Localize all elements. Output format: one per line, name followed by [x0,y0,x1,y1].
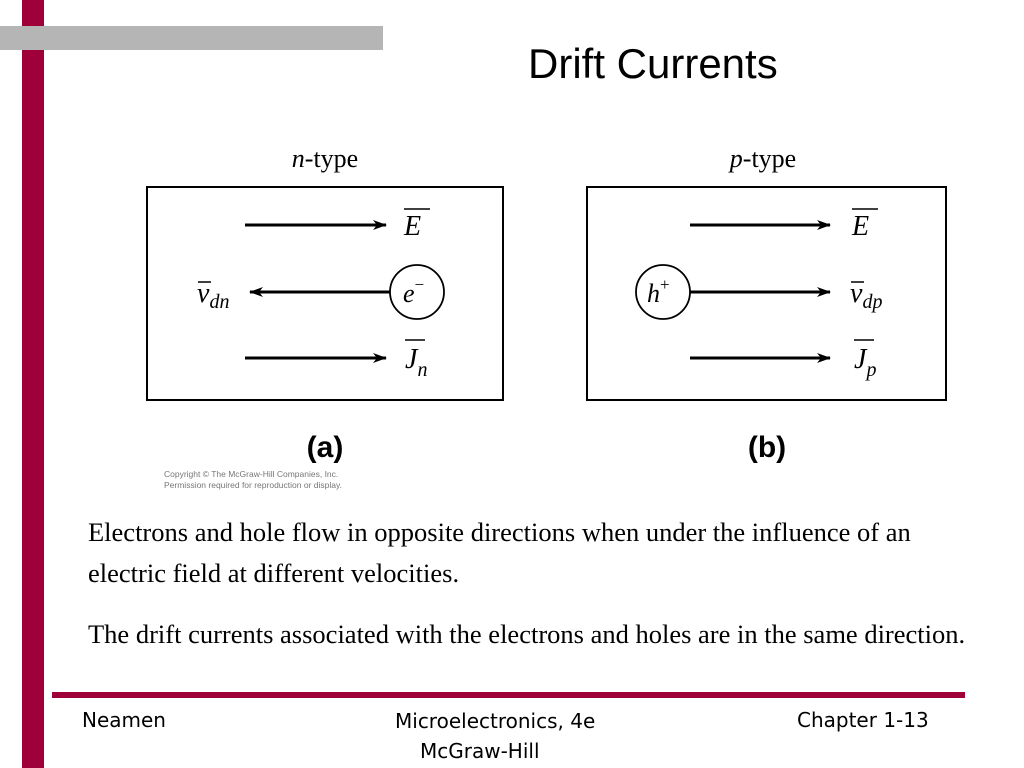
drift-current-figure: n-type E e− vdn Jn (a) p-type E h+ vdp [140,135,960,495]
panel-b-v-sub: dp [862,291,882,313]
panel-b-hole-sup: + [660,275,670,294]
panel-a-header-italic: n [292,144,305,173]
copyright-line-1: Copyright © The McGraw-Hill Companies, I… [164,469,339,479]
footer-chapter: Chapter 1-13 [797,708,929,732]
panel-a-header: n-type [292,144,358,173]
footer-divider [52,692,965,698]
left-accent-bar [22,0,44,768]
panel-a-velocity-label: vdn [197,278,229,313]
panel-a-j-label: Jn [405,344,427,381]
panel-a-caption: (a) [307,431,344,464]
panel-b-hole-letter: h [647,279,660,308]
body-paragraph-1: Electrons and hole flow in opposite dire… [88,517,911,588]
panel-a-j-letter: J [405,344,419,375]
body-paragraph-2: The drift currents associated with the e… [88,619,966,649]
panel-b-header-italic: p [728,144,743,173]
panel-a-box [146,186,504,401]
panel-b-v-letter: v [850,278,863,309]
slide-title: Drift Currents [528,40,778,87]
panel-a-electron-sup: − [415,275,425,294]
footer-book-title: Microelectronics, 4e [395,709,596,733]
panel-a-header-rest: -type [305,144,358,173]
panel-b-header-rest: -type [743,144,796,173]
panel-b-j-label: Jp [854,344,876,381]
panel-b-velocity-label: vdp [850,278,882,313]
panel-b-caption: (b) [748,431,786,464]
panel-b-hole-label: h+ [647,275,670,308]
panel-b-e-label: E [851,211,869,242]
panel-b-hole-circle [635,264,691,320]
figure-svg: n-type E e− vdn Jn (a) p-type E h+ vdp [146,144,947,464]
panel-a-v-letter: v [197,278,210,309]
panel-a-j-sub: n [417,359,427,381]
panel-a-v-sub: dn [209,291,229,313]
footer-author: Neamen [82,708,166,732]
panel-a-electron-letter: e [403,279,415,308]
top-gray-bar [0,26,383,50]
panel-a-e-label: E [403,211,421,242]
slide-body: Electrons and hole flow in opposite dire… [88,512,968,675]
panel-b-j-letter: J [854,344,868,375]
footer-book: Microelectronics, 4e McGraw-Hill [395,706,655,766]
panel-b-box [586,186,947,401]
copyright-line-2: Permission required for reproduction or … [164,480,342,490]
footer-publisher: McGraw-Hill [420,739,540,763]
panel-a-electron-label: e− [403,275,424,308]
panel-b-header: p-type [728,144,796,173]
copyright-notice: Copyright © The McGraw-Hill Companies, I… [164,469,342,491]
panel-a-electron-circle [389,264,445,320]
panel-b-j-sub: p [864,359,876,381]
